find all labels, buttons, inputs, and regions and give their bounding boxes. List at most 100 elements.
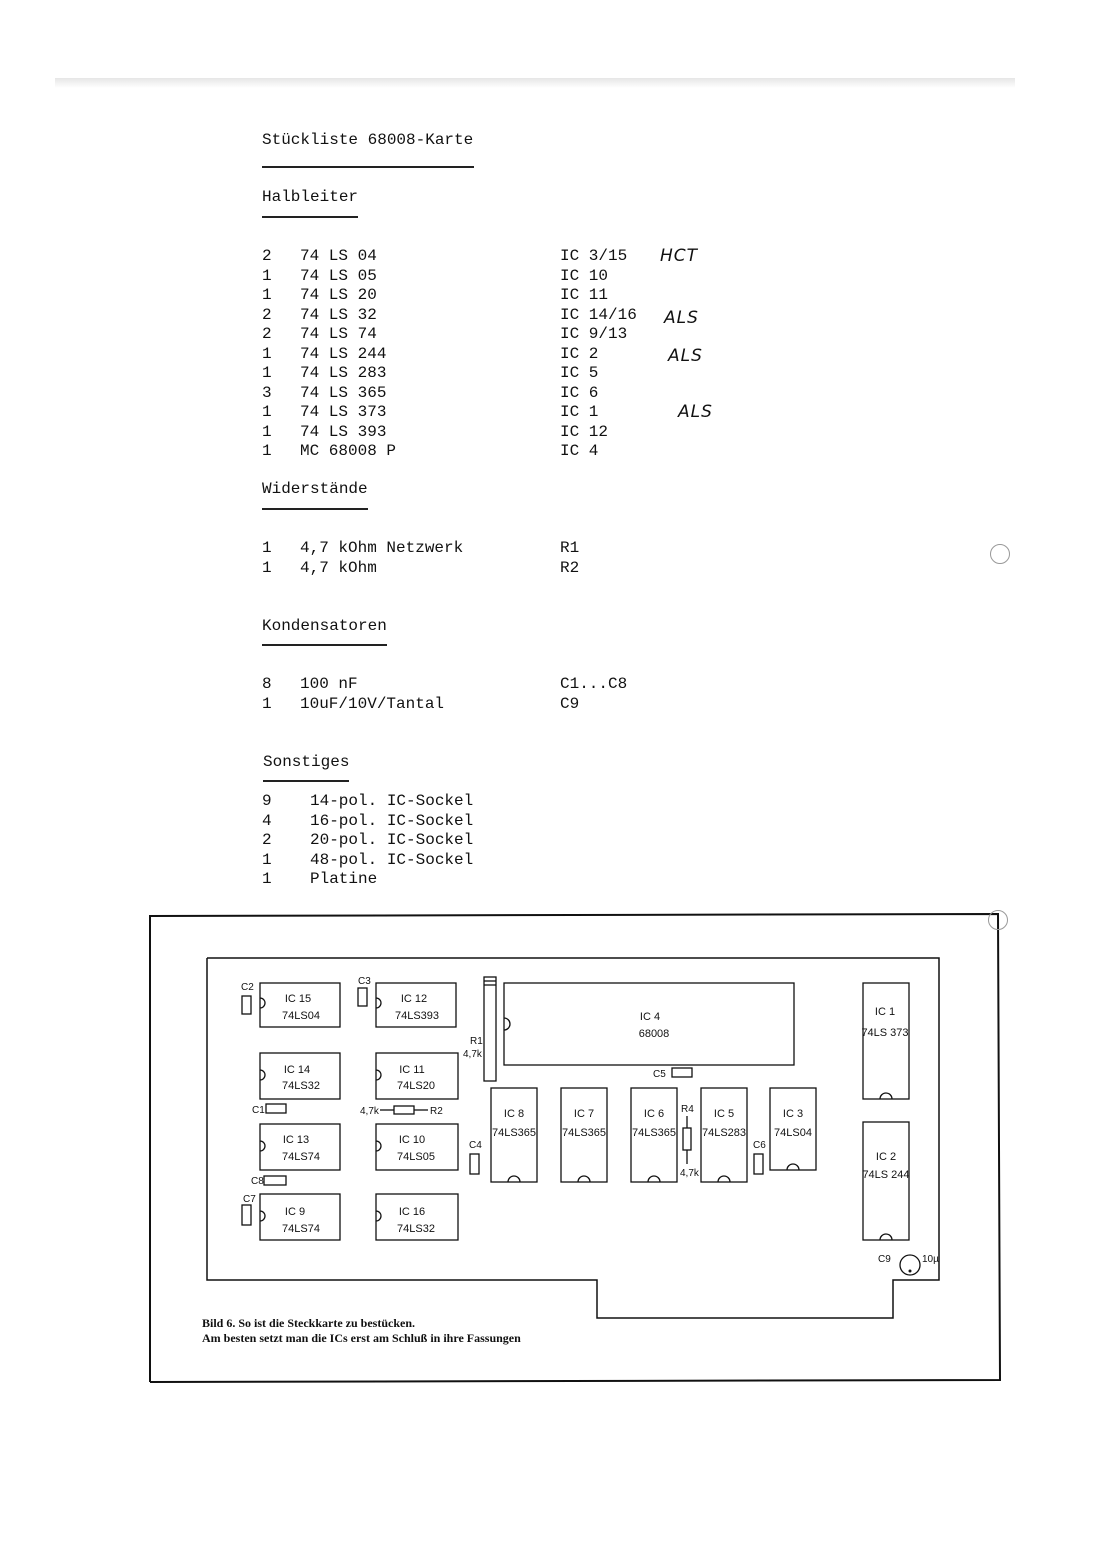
punch-hole: [988, 910, 1008, 930]
chip-ic10: [375, 1123, 459, 1171]
chip-type: 74LS283: [702, 1127, 746, 1139]
chip-id: IC 4: [640, 1011, 660, 1023]
capacitor-c3: [357, 987, 368, 1007]
label-c5: C5: [653, 1069, 666, 1080]
chip-notch: [647, 1175, 661, 1183]
resistor-network-r1: [483, 976, 497, 1082]
capacitor-c7: [241, 1204, 252, 1226]
chip-notch: [375, 1140, 382, 1152]
label-c2: C2: [241, 982, 254, 993]
chip-type: 74LS365: [562, 1127, 606, 1139]
chip-type: 74LS365: [632, 1127, 676, 1139]
chip-notch: [259, 1140, 266, 1152]
capacitor-c4: [469, 1153, 480, 1175]
label-c7: C7: [243, 1194, 256, 1205]
chip-notch: [259, 1210, 266, 1222]
capacitor-c2: [241, 995, 252, 1015]
resistor-r2: [393, 1105, 415, 1115]
capacitor-c1: [265, 1103, 287, 1114]
chip-type: 68008: [639, 1028, 670, 1040]
chip-ic3: [769, 1087, 817, 1171]
chip-type: 74LS 244: [862, 1169, 909, 1181]
label-r2-value: 4,7k: [360, 1106, 380, 1117]
resistor-r4: [682, 1127, 692, 1151]
chip-type: 74LS32: [397, 1223, 435, 1235]
chip-type: 74LS20: [397, 1080, 435, 1092]
chip-notch: [259, 997, 266, 1009]
chip-notch: [375, 997, 382, 1009]
chip-ic14: [259, 1052, 341, 1100]
chip-id: IC 15: [285, 993, 311, 1005]
chip-id: IC 13: [283, 1134, 309, 1146]
caption-line: Bild 6. So ist die Steckkarte zu bestück…: [202, 1316, 416, 1330]
section-heading-widerstaende: Widerstände: [262, 480, 368, 498]
chip-id: IC 3: [783, 1108, 803, 1120]
chip-notch: [717, 1175, 731, 1183]
chip-ic13: [259, 1123, 341, 1171]
label-r1: R1: [470, 1036, 483, 1047]
chip-ic16: [375, 1193, 459, 1241]
chip-id: IC 6: [644, 1108, 664, 1120]
figure-frame: [149, 912, 1002, 1383]
chip-ic7: [560, 1087, 608, 1183]
section-heading-kondensatoren: Kondensatoren: [262, 617, 387, 635]
board-outline: [206, 957, 940, 1319]
section-heading-sonstiges: Sonstiges: [263, 753, 350, 771]
chip-notch: [503, 1017, 511, 1031]
chip-type: 74LS04: [774, 1127, 812, 1139]
handwritten-note: ALS: [678, 402, 713, 422]
label-c9-value: 10µ: [922, 1254, 939, 1265]
chip-ic11: [375, 1052, 459, 1100]
title-underline: [262, 166, 474, 168]
chip-id: IC 12: [401, 993, 427, 1005]
capacitor-c9: [899, 1254, 921, 1276]
chip-type: 74LS 373: [861, 1027, 908, 1039]
chip-type: 74LS74: [282, 1223, 320, 1235]
heading-underline: [263, 780, 349, 782]
scan-top-edge: [55, 78, 1015, 88]
label-r4: R4: [681, 1104, 694, 1115]
chip-notch: [786, 1163, 800, 1171]
label-c9: C9: [878, 1254, 891, 1265]
capacitor-c8: [263, 1175, 287, 1186]
chip-id: IC 10: [399, 1134, 425, 1146]
chip-notch: [375, 1210, 382, 1222]
chip-ic4: [503, 982, 795, 1066]
punch-hole: [990, 544, 1010, 564]
chip-id: IC 9: [285, 1206, 305, 1218]
chip-notch: [577, 1175, 591, 1183]
capacitor-c5: [671, 1067, 693, 1078]
chip-type: 74LS393: [395, 1010, 439, 1022]
chip-type: 74LS32: [282, 1080, 320, 1092]
handwritten-note: HCT: [660, 246, 699, 266]
chip-id: IC 8: [504, 1108, 524, 1120]
handwritten-note: ALS: [668, 346, 703, 366]
chip-id: IC 11: [399, 1064, 424, 1076]
figure-caption: Bild 6. So ist die Steckkarte zu bestück…: [202, 1316, 521, 1346]
caption-line: Am besten setzt man die ICs erst am Schl…: [202, 1331, 521, 1345]
chip-ic12: [375, 982, 457, 1028]
handwritten-note: ALS: [664, 308, 699, 328]
label-c3: C3: [358, 976, 371, 987]
section-heading-halbleiter: Halbleiter: [262, 188, 359, 206]
label-r2: R2: [430, 1106, 443, 1117]
document-title: Stückliste 68008-Karte: [262, 131, 474, 149]
chip-ic15: [259, 982, 341, 1028]
chip-notch: [259, 1069, 266, 1081]
label-c8: C8: [251, 1176, 264, 1187]
chip-ic2: [862, 1121, 910, 1241]
label-c1: C1: [252, 1105, 265, 1116]
heading-underline: [262, 216, 358, 218]
chip-id: IC 2: [876, 1151, 896, 1163]
label-r1-value: 4,7k: [463, 1049, 483, 1060]
label-c6: C6: [753, 1140, 766, 1151]
label-r4-value: 4,7k: [680, 1168, 700, 1179]
chip-id: IC 16: [399, 1206, 425, 1218]
chip-ic1: [862, 982, 910, 1100]
chip-ic6: [630, 1087, 678, 1183]
chip-notch: [879, 1233, 893, 1241]
chip-ic9: [259, 1193, 341, 1241]
chip-id: IC 7: [574, 1108, 594, 1120]
chip-type: 74LS04: [282, 1010, 320, 1022]
